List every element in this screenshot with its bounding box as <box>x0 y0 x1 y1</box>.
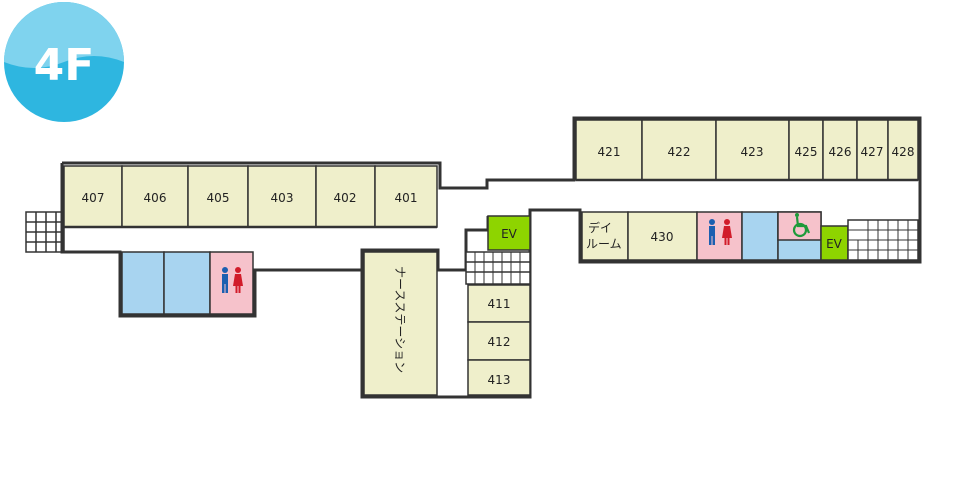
floor-badge: 4F <box>4 2 124 122</box>
room-425-label: 425 <box>795 145 818 159</box>
floor-label: 4F <box>34 40 95 91</box>
room-423-label: 423 <box>741 145 764 159</box>
left-wing: 407 406 405 403 402 401 <box>63 165 438 229</box>
restroom-icon <box>222 267 243 293</box>
room-428-label: 428 <box>892 145 915 159</box>
stairs-left <box>25 211 65 253</box>
stairs-right <box>847 219 919 261</box>
room-421[interactable] <box>575 119 643 181</box>
day-room-label-line1: デイ <box>588 220 612 235</box>
restroom-icon <box>709 219 732 245</box>
room-412-label: 412 <box>488 335 511 349</box>
building-wall <box>62 116 922 399</box>
bath-room-3[interactable] <box>741 211 779 261</box>
room-426-label: 426 <box>829 145 852 159</box>
right-wing: 421 422 423 425 426 427 428 <box>575 119 919 182</box>
room-401-label: 401 <box>395 191 418 205</box>
wheelchair-icon <box>792 216 811 238</box>
room-411[interactable] <box>467 284 531 323</box>
room-422[interactable] <box>641 119 717 181</box>
room-427-label: 427 <box>861 145 884 159</box>
room-411-label: 411 <box>488 297 511 311</box>
day-room[interactable] <box>581 211 629 261</box>
elevator-2-label: EV <box>826 237 843 251</box>
bath-block <box>121 251 362 315</box>
room-423[interactable] <box>715 119 790 181</box>
room-430[interactable] <box>627 211 698 261</box>
restroom-left[interactable] <box>209 251 254 315</box>
room-413[interactable] <box>467 359 531 396</box>
room-427[interactable] <box>856 119 889 181</box>
room-407-label: 407 <box>82 191 105 205</box>
nurse-station-label: ナースステーション <box>393 266 407 373</box>
bath-room-1[interactable] <box>121 251 165 315</box>
restroom-right[interactable] <box>696 211 743 261</box>
nurse-station-room[interactable] <box>363 251 438 396</box>
room-402[interactable] <box>315 165 376 228</box>
right-lower: デイ ルーム 430 EV <box>581 211 919 261</box>
elevator-1-label: EV <box>501 227 518 241</box>
middle-wing: EV 411 412 413 <box>465 215 531 396</box>
elevator-1[interactable] <box>487 215 531 251</box>
room-413-label: 413 <box>488 373 511 387</box>
nurse-station: ナースステーション <box>363 251 438 396</box>
stairs-middle <box>465 251 531 285</box>
room-403-label: 403 <box>271 191 294 205</box>
room-406-label: 406 <box>144 191 167 205</box>
day-room-label-line2: ルーム <box>586 237 622 251</box>
room-405-label: 405 <box>207 191 230 205</box>
bath-room-2[interactable] <box>163 251 211 315</box>
room-421-label: 421 <box>598 145 621 159</box>
room-422-label: 422 <box>668 145 691 159</box>
room-402-label: 402 <box>334 191 357 205</box>
room-405[interactable] <box>187 165 249 228</box>
room-430-label: 430 <box>651 230 674 244</box>
